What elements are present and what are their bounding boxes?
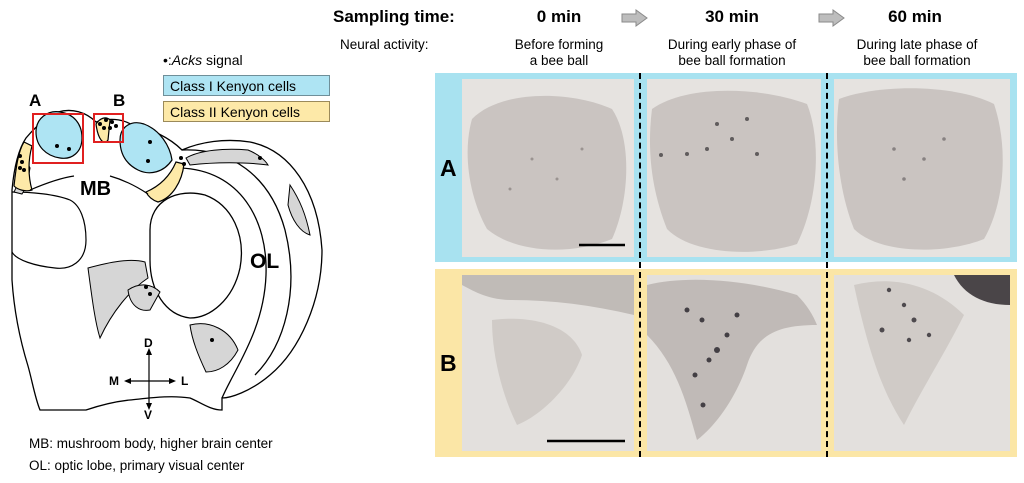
acks-signal-dots: [18, 118, 262, 342]
micrograph-a-60min: [834, 79, 1010, 257]
orientation-compass-icon: [124, 348, 176, 410]
micrograph-b-60min: [834, 275, 1010, 451]
activity-60min-line1: During late phase of: [856, 37, 978, 52]
activity-30min-line1: During early phase of: [667, 37, 797, 52]
class2-region-right: [145, 161, 185, 203]
activity-60min: During late phase of bee ball formation: [834, 37, 1000, 69]
acks-gene-name: Acks: [171, 52, 203, 68]
row-label-a: A: [440, 155, 457, 181]
activity-0min: Before forming a bee ball: [476, 37, 642, 69]
time-60min: 60 min: [888, 7, 942, 26]
micrograph-b-30min: [647, 275, 821, 451]
micrograph-b-0min: [462, 275, 634, 451]
micrograph-a-30min: [647, 79, 821, 257]
diagram-label-ol: OL: [250, 250, 280, 273]
caption-ol: OL: optic lobe, primary visual center: [29, 458, 245, 473]
activity-30min: During early phase of bee ball formation: [648, 37, 816, 69]
diagram-label-b: B: [113, 91, 126, 110]
class1-legend-box: Class I Kenyon cells: [163, 75, 330, 96]
time-30min: 30 min: [705, 7, 759, 26]
acks-signal-legend: •:Acks signal: [163, 52, 243, 68]
arrow-right-icon: [621, 9, 648, 27]
brain-diagram: [11, 109, 323, 411]
micrograph-a-0min: [462, 79, 634, 257]
signal-dot-symbol: •:: [163, 52, 172, 68]
compass-m: M: [109, 374, 119, 388]
compass-v: V: [144, 408, 153, 422]
neural-activity-label: Neural activity:: [340, 37, 429, 52]
class1-calyx-b: [119, 122, 173, 174]
separator-30-60: [826, 73, 828, 457]
region-a-box: [32, 113, 84, 164]
time-0min: 0 min: [536, 7, 582, 26]
activity-60min-line2: bee ball formation: [863, 53, 971, 68]
separator-0-30: [639, 73, 641, 457]
class2-region-left: [13, 141, 33, 192]
signal-suffix: signal: [202, 52, 243, 68]
diagram-label-mb: MB: [80, 178, 112, 200]
compass-d: D: [144, 336, 153, 350]
compass-l: L: [181, 374, 189, 388]
arrow-right-icon: [818, 9, 845, 27]
region-b-box: [93, 113, 124, 143]
caption-mb: MB: mushroom body, higher brain center: [29, 436, 273, 451]
activity-30min-line2: bee ball formation: [678, 53, 786, 68]
sampling-time-label: Sampling time:: [333, 7, 455, 26]
diagram-label-a: A: [29, 91, 42, 110]
activity-0min-line1: Before forming: [514, 37, 604, 52]
row-label-b: B: [440, 350, 457, 376]
activity-0min-line2: a bee ball: [529, 53, 589, 68]
calyx-stalk: [29, 175, 149, 195]
class2-legend-box: Class II Kenyon cells: [163, 101, 330, 122]
